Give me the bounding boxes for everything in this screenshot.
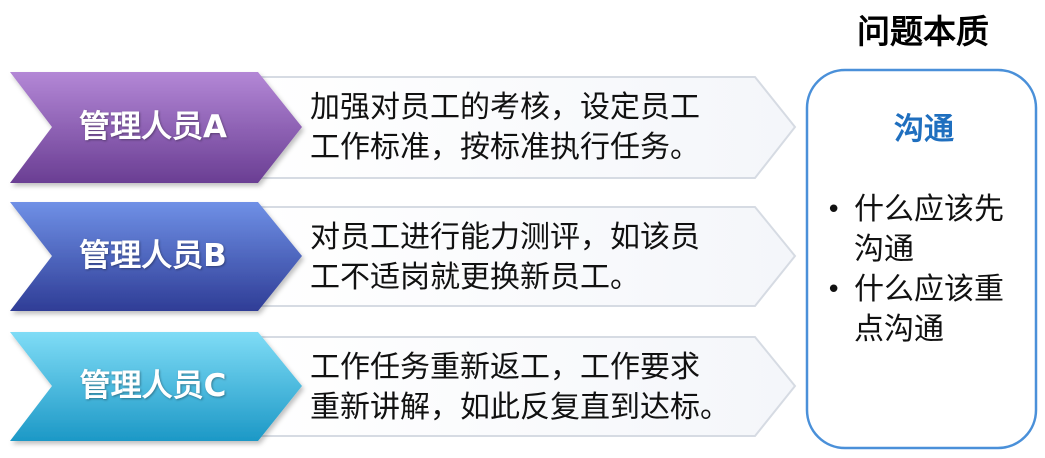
summary-bullets: • 什么应该先 沟通 • 什么应该重 点沟通: [824, 190, 1034, 350]
row-c-label: 管理人员C: [79, 368, 227, 404]
row-b-label: 管理人员B: [79, 238, 227, 274]
summary-box: [805, 68, 1038, 450]
summary-title: 问题本质: [857, 12, 989, 51]
row-b-line-1: 对员工进行能力测评，如该员: [310, 220, 700, 255]
row-c-line-1: 工作任务重新返工，工作要求: [310, 350, 700, 385]
row-b-description: 对员工进行能力测评，如该员 工不适岗就更换新员工。: [310, 218, 750, 298]
row-a-chevron: [10, 72, 302, 183]
row-a-line-2: 工作标准，按标准执行任务。: [310, 130, 700, 165]
summary-bullet-2-line-2: 点沟通: [854, 312, 944, 347]
row-c-chevron: [10, 332, 302, 441]
summary-bullet: • 什么应该先 沟通: [824, 190, 1034, 270]
bullet-dot-icon: •: [826, 195, 842, 225]
summary-bullet: • 什么应该重 点沟通: [824, 270, 1034, 350]
summary-bullet-2-line-1: 什么应该重: [854, 272, 1004, 307]
summary-heading: 沟通: [894, 112, 954, 147]
row-c-description: 工作任务重新返工，工作要求 重新讲解，如此反复直到达标。: [310, 348, 750, 428]
summary-bullet-1-line-2: 沟通: [854, 232, 914, 267]
row-c-line-2: 重新讲解，如此反复直到达标。: [310, 390, 730, 425]
summary-bullet-1-line-1: 什么应该先: [854, 192, 1004, 227]
row-a-line-1: 加强对员工的考核，设定员工: [310, 90, 700, 125]
row-a-description: 加强对员工的考核，设定员工 工作标准，按标准执行任务。: [310, 88, 750, 168]
row-a-label: 管理人员A: [79, 109, 227, 145]
bullet-dot-icon: •: [826, 275, 842, 305]
row-b-chevron: [10, 202, 302, 311]
row-b-line-2: 工不适岗就更换新员工。: [310, 260, 640, 295]
